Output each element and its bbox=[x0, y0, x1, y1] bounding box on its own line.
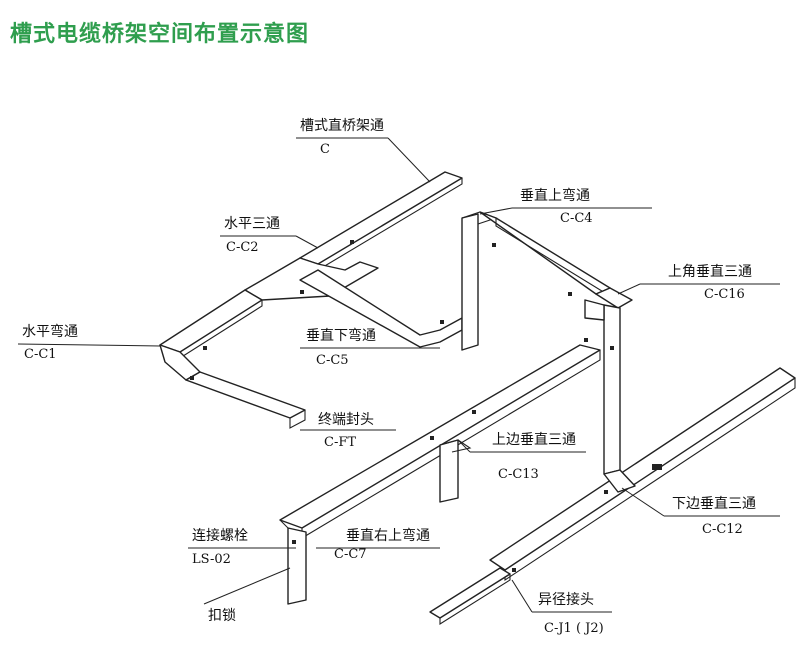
svg-text:上边垂直三通: 上边垂直三通 bbox=[492, 431, 576, 448]
vertical-up-riser bbox=[461, 213, 479, 351]
svg-text:下边垂直三通: 下边垂直三通 bbox=[672, 495, 756, 512]
label-reducer: 异径接头 C-J1 ( J2) bbox=[511, 579, 612, 636]
svg-text:C-C16: C-C16 bbox=[704, 287, 745, 302]
svg-text:水平弯通: 水平弯通 bbox=[22, 323, 78, 340]
svg-text:上角垂直三通: 上角垂直三通 bbox=[668, 263, 752, 280]
svg-text:C-C2: C-C2 bbox=[226, 240, 259, 255]
elbow-arm bbox=[185, 371, 306, 419]
svg-text:C-FT: C-FT bbox=[324, 435, 356, 450]
svg-text:垂直右上弯通: 垂直右上弯通 bbox=[346, 527, 430, 544]
label-hz-tee: 水平三通 C-C2 bbox=[220, 216, 319, 255]
label-vert-up-elbow: 垂直上弯通 C-C4 bbox=[479, 187, 652, 226]
corner-down-riser bbox=[603, 304, 621, 475]
label-down-side-tee: 下边垂直三通 C-C12 bbox=[621, 487, 780, 537]
upper-tray-system bbox=[159, 171, 633, 475]
svg-text:C: C bbox=[320, 142, 330, 157]
label-lock: 扣锁 bbox=[203, 567, 291, 624]
label-end-cap: 终端封头 C-FT bbox=[300, 412, 396, 450]
label-vert-down-elbow: 垂直下弯通 C-C5 bbox=[300, 327, 440, 368]
bolt-marks bbox=[190, 240, 662, 572]
down-side-tee bbox=[603, 469, 636, 493]
label-straight: 槽式直桥架通 C bbox=[296, 117, 431, 183]
svg-text:垂直上弯通: 垂直上弯通 bbox=[520, 187, 590, 204]
svg-text:LS-02: LS-02 bbox=[192, 552, 231, 567]
upper-corner-tee bbox=[595, 287, 633, 309]
svg-text:扣锁: 扣锁 bbox=[208, 608, 236, 624]
label-hz-elbow: 水平弯通 C-C1 bbox=[17, 323, 161, 362]
svg-text:C-C4: C-C4 bbox=[560, 211, 593, 226]
svg-text:异径接头: 异径接头 bbox=[538, 591, 594, 608]
svg-text:C-C12: C-C12 bbox=[702, 522, 743, 537]
svg-text:终端封头: 终端封头 bbox=[318, 412, 374, 428]
svg-text:C-C1: C-C1 bbox=[24, 347, 57, 362]
svg-text:水平三通: 水平三通 bbox=[224, 216, 280, 232]
left-arm bbox=[159, 289, 263, 353]
svg-text:垂直下弯通: 垂直下弯通 bbox=[306, 327, 376, 344]
svg-text:槽式直桥架通: 槽式直桥架通 bbox=[300, 117, 384, 134]
label-up-side-tee: 上边垂直三通 C-C13 bbox=[457, 431, 586, 482]
svg-text:C-J1 ( J2): C-J1 ( J2) bbox=[544, 621, 604, 636]
svg-text:C-C7: C-C7 bbox=[334, 547, 367, 562]
svg-text:C-C13: C-C13 bbox=[498, 467, 539, 482]
corner-arm bbox=[584, 299, 605, 321]
up-side-tee-post bbox=[439, 439, 459, 503]
label-bolt: 连接螺栓 LS-02 bbox=[188, 527, 296, 567]
svg-text:连接螺栓: 连接螺栓 bbox=[192, 527, 248, 544]
straight-tray bbox=[299, 171, 463, 265]
lower-tray-system bbox=[279, 344, 796, 625]
label-vert-right-up-elbow: 垂直右上弯通 C-C7 bbox=[316, 527, 440, 562]
right-up-elbow-riser bbox=[287, 527, 307, 605]
page-title: 槽式电缆桥架空间布置示意图 bbox=[10, 22, 310, 47]
svg-text:C-C5: C-C5 bbox=[316, 353, 349, 368]
label-up-corner-tee: 上角垂直三通 C-C16 bbox=[617, 263, 780, 302]
reducer-tray bbox=[429, 567, 511, 619]
